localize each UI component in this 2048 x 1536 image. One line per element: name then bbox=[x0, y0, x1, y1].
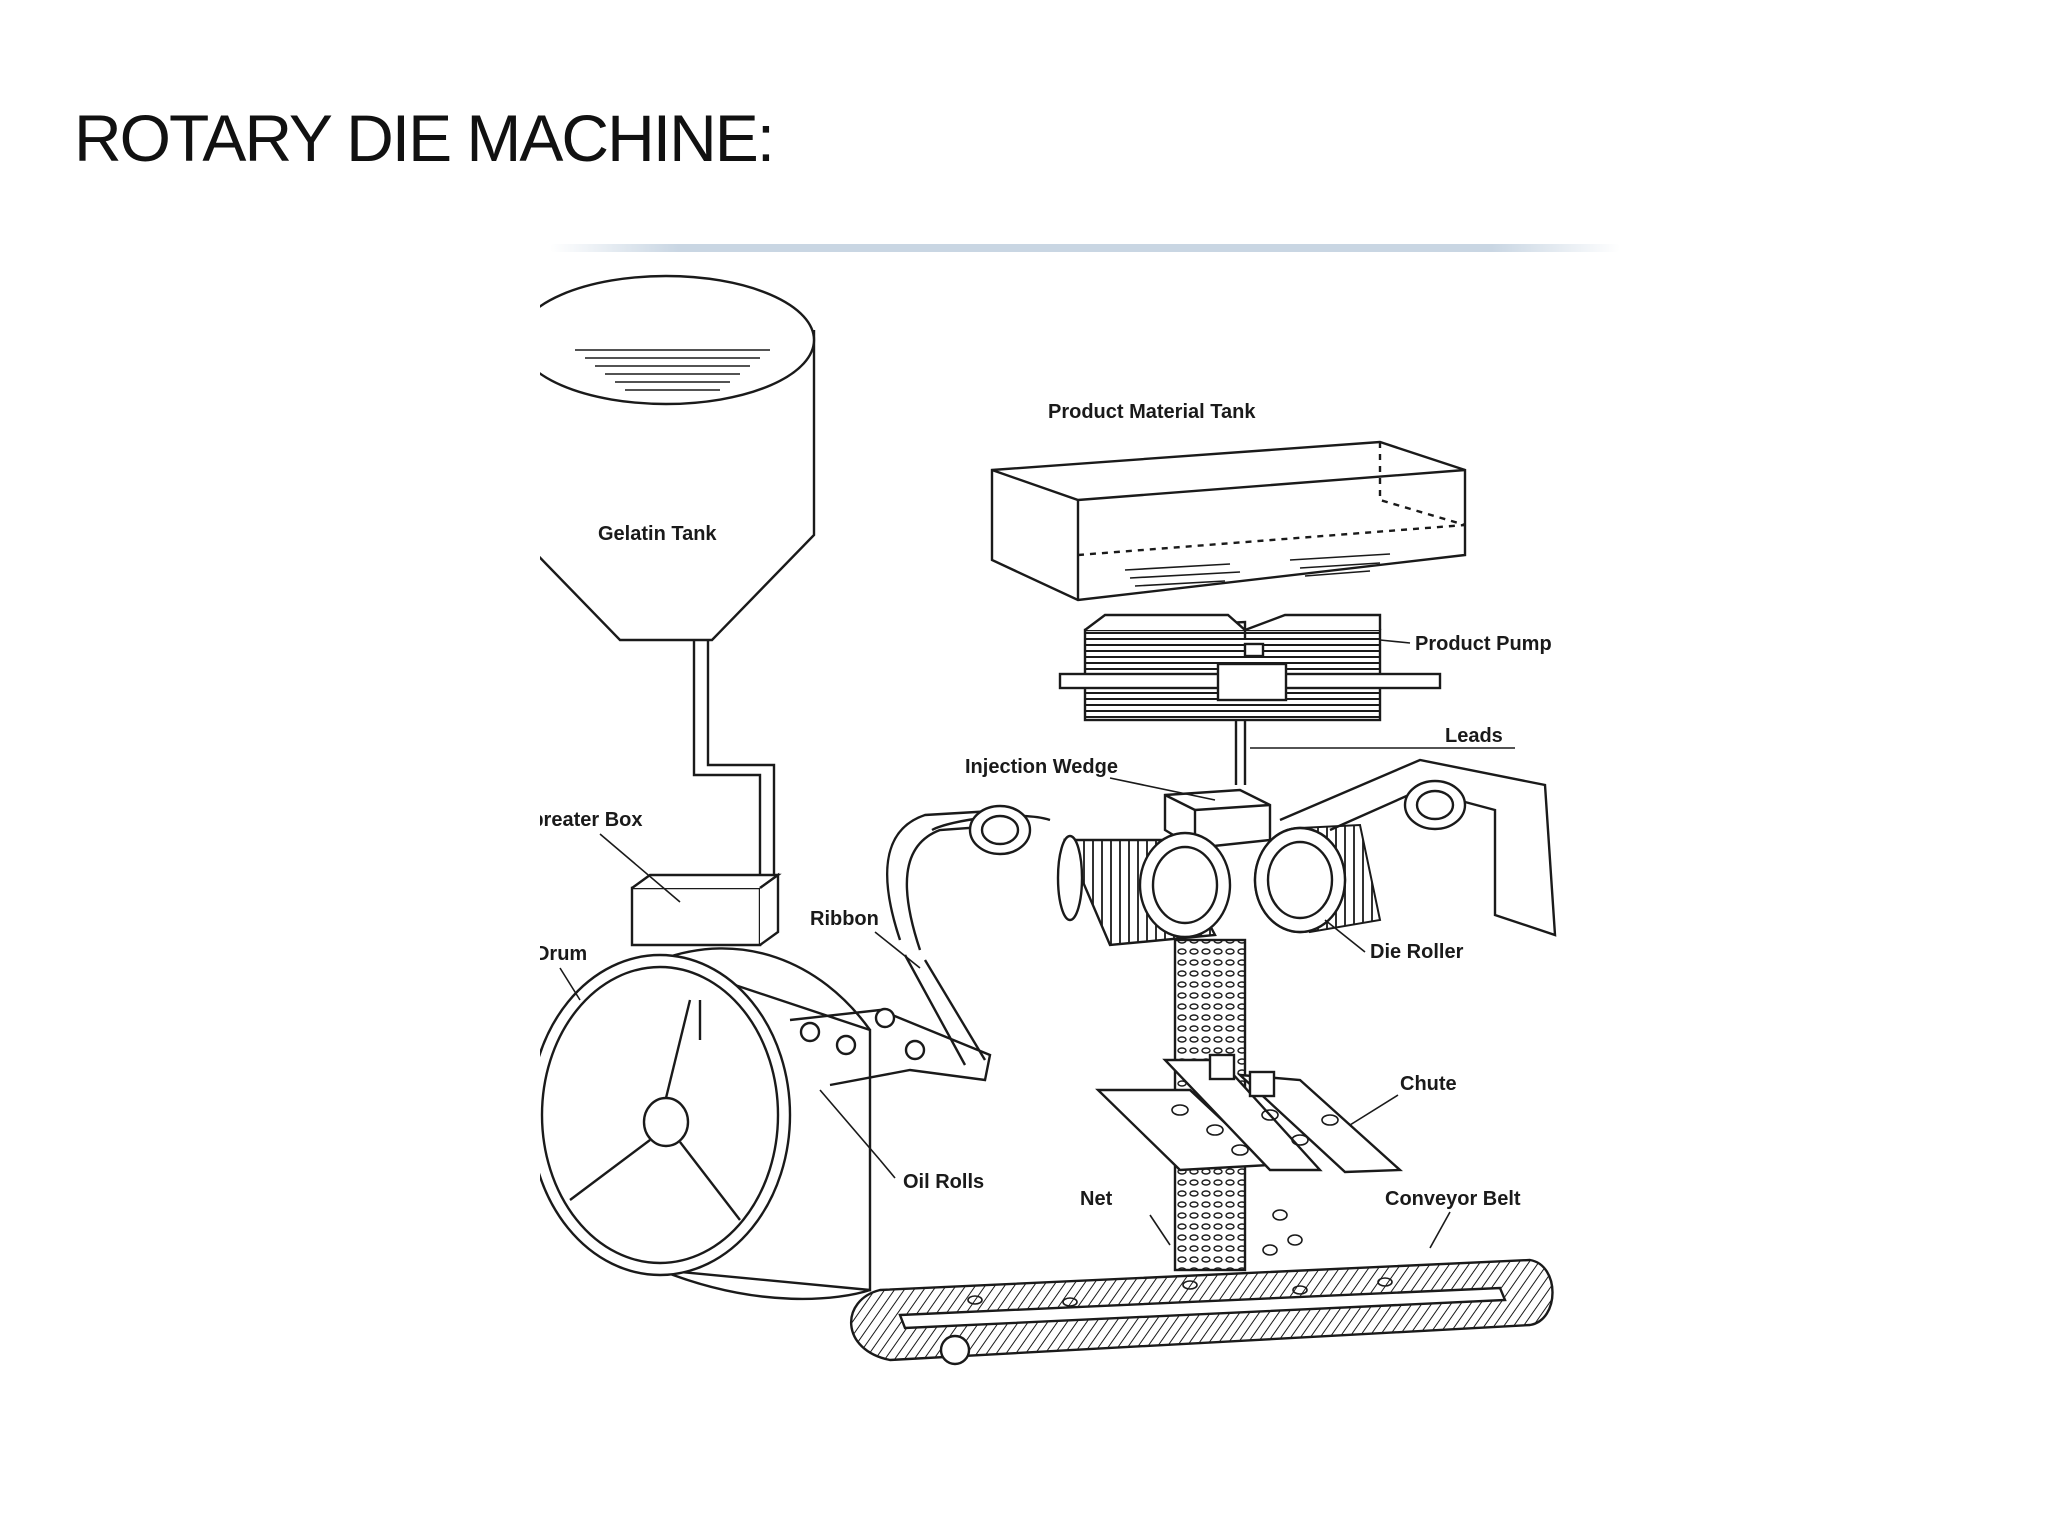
svg-text:Chute: Chute bbox=[1400, 1073, 1457, 1095]
svg-text:Spreater Box: Spreater Box bbox=[540, 809, 643, 831]
label-oil-rolls: Oil Rolls bbox=[879, 1159, 984, 1193]
diagram-top-rule bbox=[550, 244, 1620, 252]
ribbon-right bbox=[931, 758, 1557, 937]
svg-text:Cooling Drum: Cooling Drum bbox=[540, 943, 587, 965]
label-leads: Leads bbox=[1445, 725, 1503, 747]
svg-text:Product Material Tank: Product Material Tank bbox=[1048, 401, 1256, 423]
svg-text:Ribbon: Ribbon bbox=[810, 908, 879, 930]
label-product-material-tank: Product Material Tank bbox=[1048, 401, 1256, 423]
label-chute: Chute bbox=[1349, 1073, 1457, 1126]
svg-text:Die Roller: Die Roller bbox=[1370, 941, 1464, 963]
oil-rolls bbox=[799, 1007, 926, 1161]
label-net: Net bbox=[1080, 1188, 1171, 1246]
spreader-box bbox=[630, 872, 782, 947]
die-rollers bbox=[1056, 823, 1382, 947]
product-liquid-lines bbox=[1124, 553, 1391, 587]
label-conveyor-belt: Conveyor Belt bbox=[1385, 1188, 1521, 1249]
svg-text:Oil Rolls: Oil Rolls bbox=[903, 1171, 984, 1193]
svg-text:Conveyor Belt: Conveyor Belt bbox=[1385, 1188, 1521, 1210]
cooling-drum bbox=[540, 947, 872, 1301]
svg-text:Leads: Leads bbox=[1445, 725, 1503, 747]
gelatin-liquid-lines bbox=[575, 349, 770, 391]
ribbon bbox=[789, 808, 1011, 1087]
belt-capsules bbox=[967, 1277, 1393, 1307]
svg-text:Injection Wedge: Injection Wedge bbox=[965, 756, 1118, 778]
label-cooling-drum: Cooling Drum bbox=[540, 943, 587, 1001]
rotary-die-machine-diagram: Gelatin Tank Product Material Tank Produ… bbox=[540, 274, 1557, 1366]
label-ribbon: Ribbon bbox=[810, 908, 921, 969]
label-product-pump: Product Pump bbox=[1379, 633, 1552, 655]
conveyor-belt bbox=[850, 1258, 1554, 1366]
product-pump bbox=[1058, 613, 1442, 722]
svg-text:Product Pump: Product Pump bbox=[1415, 633, 1552, 655]
label-injection-wedge: Injection Wedge bbox=[965, 756, 1216, 801]
chute-capsules bbox=[1171, 1104, 1339, 1256]
product-material-tank bbox=[990, 440, 1467, 602]
leads bbox=[1234, 720, 1515, 785]
label-gelatin-tank: Gelatin Tank bbox=[598, 523, 717, 545]
slide-title: ROTARY DIE MACHINE: bbox=[74, 101, 775, 175]
label-spreader-box: Spreater Box bbox=[540, 809, 681, 903]
svg-text:Net: Net bbox=[1080, 1188, 1113, 1210]
gelatin-tank bbox=[540, 274, 816, 890]
label-die-roller: Die Roller bbox=[1324, 919, 1464, 963]
svg-text:Gelatin Tank: Gelatin Tank bbox=[598, 523, 717, 545]
chute bbox=[1095, 1053, 1404, 1256]
